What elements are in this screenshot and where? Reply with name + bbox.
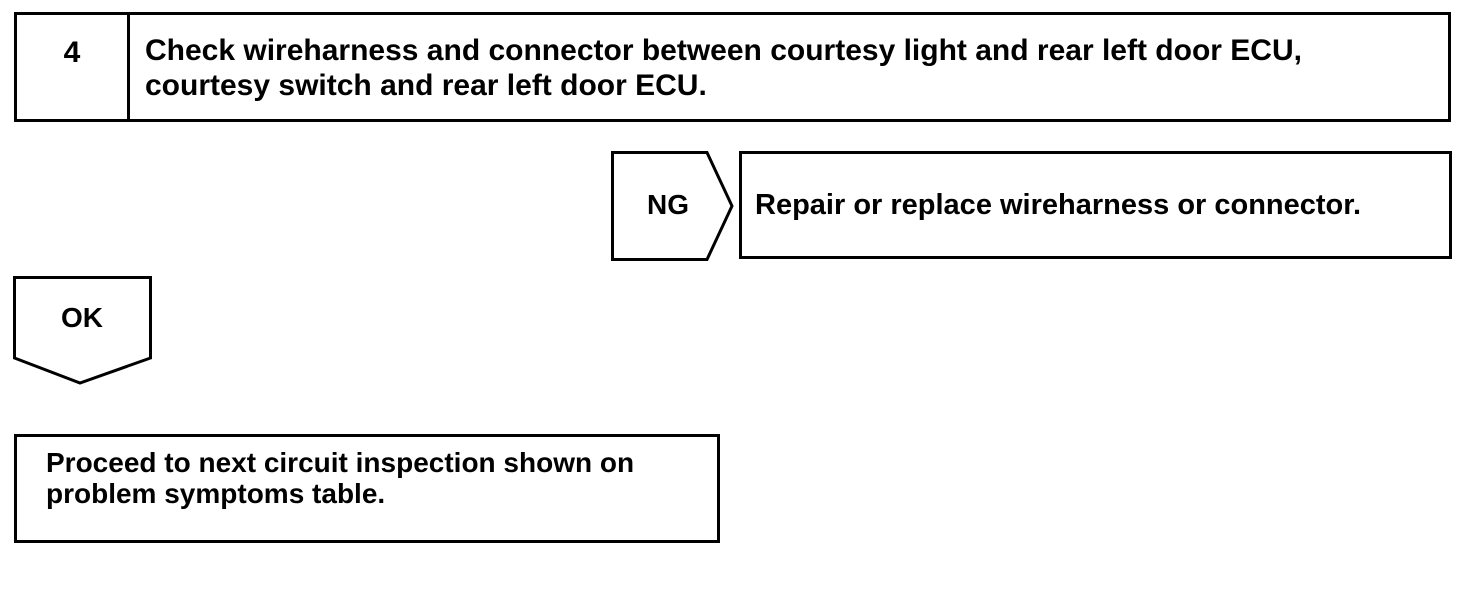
ng-arrow-shape [611,151,734,261]
step-number-cell: 4 [17,15,130,119]
step-number: 4 [63,36,81,69]
step-title: Check wireharness and connector between … [145,34,1302,102]
step-box: 4 Check wireharness and connector betwee… [14,12,1451,122]
ng-action-box: Repair or replace wireharness or connect… [739,151,1452,259]
ok-action-text: Proceed to next circuit inspection shown… [46,447,635,509]
ng-action-text: Repair or replace wireharness or connect… [755,188,1362,221]
ok-arrow-shape [13,276,152,385]
ng-label: NG [647,189,689,220]
ok-label: OK [61,302,103,333]
ok-action-box: Proceed to next circuit inspection shown… [14,434,720,543]
